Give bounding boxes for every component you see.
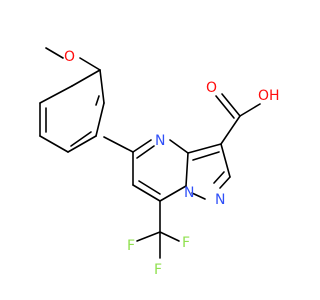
- bond-ch3-o: [45, 47, 64, 59]
- bond-c6-c7-double: [138, 180, 161, 195]
- bond-phenyl-core: [103, 136, 134, 153]
- atom-f-bottom: F: [154, 262, 162, 278]
- bond-n8-c3a: [185, 152, 189, 187]
- bond-c3a-c3: [187, 143, 222, 154]
- bond-c7-n8: [159, 185, 187, 202]
- bond-benzene-4: [67, 135, 97, 153]
- atom-n-pyrimidine: N: [155, 133, 165, 149]
- atom-n-pyrazole: N: [215, 192, 225, 208]
- bond-c-o-double-2: [215, 95, 235, 119]
- bond-c-oh: [239, 103, 261, 117]
- atom-o-methoxy: O: [64, 49, 75, 65]
- bond-o-ring: [79, 57, 101, 71]
- atom-n-bridge: N: [184, 185, 194, 201]
- bond-n1-n8: [191, 192, 206, 200]
- bond-c3-c2: [220, 143, 231, 178]
- bond-benzene-2: [99, 69, 105, 104]
- bond-benzene-3: [95, 102, 105, 137]
- atom-f-left: F: [127, 238, 135, 254]
- molecule-diagram: O O OH N N N F F F: [39, 47, 280, 278]
- bond-benzene-double-2: [70, 131, 92, 147]
- atom-oh: OH: [258, 88, 280, 104]
- bond-c2-n1: [219, 176, 231, 189]
- bond-c2-n1-double: [213, 171, 225, 184]
- bond-c3-carboxyl: [220, 115, 241, 145]
- bond-benzene-5: [39, 135, 69, 153]
- atom-o-carbonyl: O: [206, 80, 217, 96]
- bond-c-o-double: [221, 93, 241, 117]
- bond-benzene-double-3: [95, 95, 100, 106]
- bond-benzene-1: [71, 69, 101, 87]
- atom-f-right: F: [182, 235, 190, 251]
- bond-c3a-c3-double: [192, 151, 220, 161]
- bond-benzene-7: [39, 85, 73, 104]
- bond-cf3-f1: [136, 231, 161, 242]
- bond-n4-c3a: [169, 139, 189, 154]
- bond-c5-n4: [132, 139, 152, 153]
- molecule-structure: O O OH N N N F F F: [39, 47, 280, 278]
- bond-cf3-f2: [159, 231, 180, 242]
- bond-c5-n4-double: [136, 145, 155, 159]
- bond-c6-c7: [132, 184, 161, 202]
